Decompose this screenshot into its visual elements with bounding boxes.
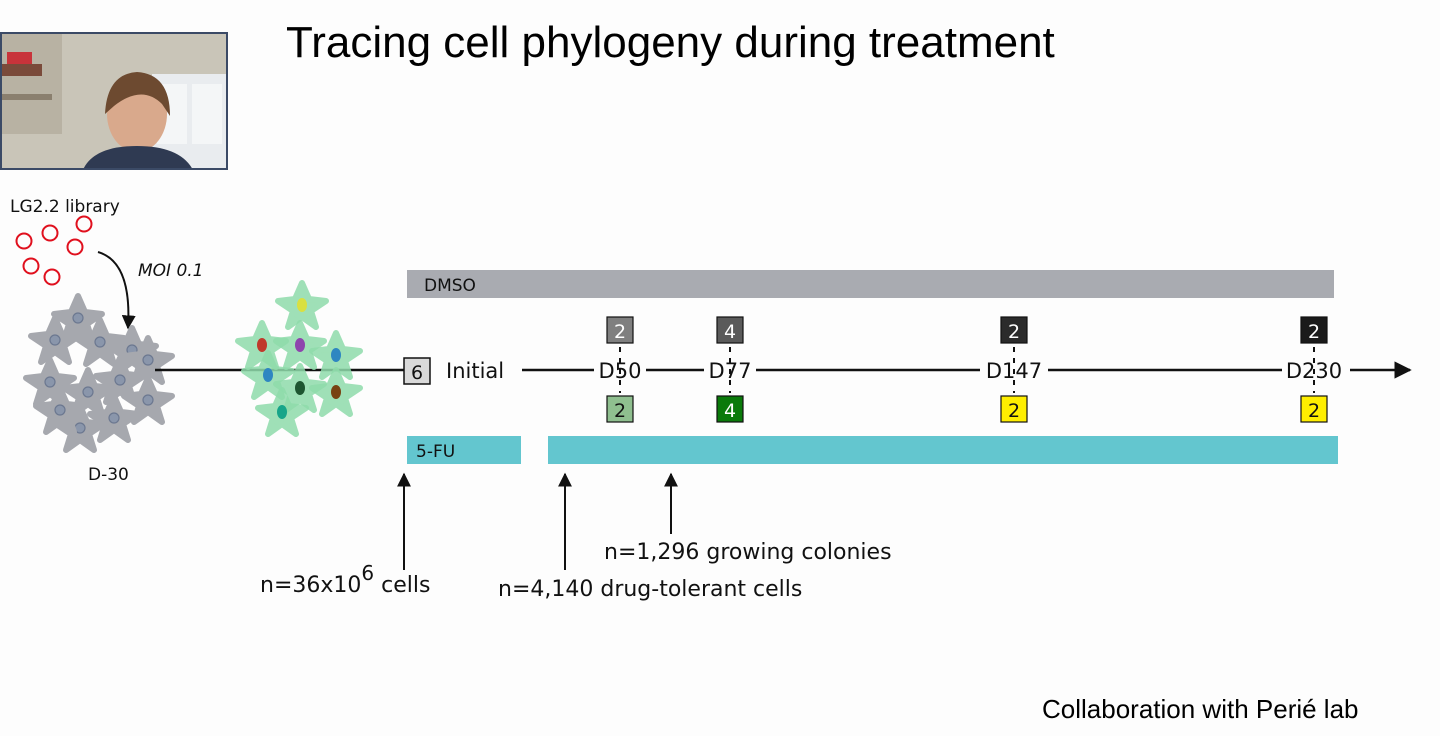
barcoded-cell-cluster bbox=[238, 283, 360, 434]
library-label: LG2.2 library bbox=[10, 197, 120, 217]
moi-label: MOI 0.1 bbox=[138, 261, 204, 281]
virus-particle bbox=[15, 232, 33, 250]
presenter-webcam bbox=[0, 32, 228, 170]
fu-clone-count: 4 bbox=[724, 400, 736, 422]
initial-cells-annotation: n=36x106 cells bbox=[260, 561, 430, 598]
initial-count-box bbox=[403, 357, 431, 385]
timepoint-label: D230 bbox=[1286, 359, 1342, 383]
presenter-video-icon bbox=[2, 34, 226, 168]
virus-particles bbox=[15, 215, 93, 286]
colonies-annotation: n=1,296 growing colonies bbox=[604, 540, 892, 565]
timepoint-D230: 2 D230 2 bbox=[1286, 316, 1342, 423]
timepoint-label: D77 bbox=[709, 359, 752, 383]
dmso-clone-count: 2 bbox=[1008, 321, 1020, 343]
virus-particle bbox=[66, 238, 84, 256]
dmso-clone-box bbox=[716, 316, 744, 344]
dmso-treatment-bar bbox=[407, 270, 1334, 298]
dmso-clone-box bbox=[606, 316, 634, 344]
virus-particle bbox=[22, 257, 40, 275]
virus-particle bbox=[75, 215, 93, 233]
dmso-clone-count: 2 bbox=[1308, 321, 1320, 343]
fu-clone-count: 2 bbox=[1008, 400, 1020, 422]
fu-clone-count: 2 bbox=[1308, 400, 1320, 422]
fu-clone-box bbox=[716, 395, 744, 423]
fu-treatment-bar-initial bbox=[407, 436, 521, 464]
slide-title: Tracing cell phylogeny during treatment bbox=[286, 18, 1055, 67]
dmso-clone-count: 4 bbox=[724, 321, 736, 343]
fu-clone-box bbox=[1000, 395, 1028, 423]
fu-treatment-bar-continued bbox=[548, 436, 1338, 464]
fu-clone-count: 2 bbox=[614, 400, 626, 422]
initial-count: 6 bbox=[411, 362, 423, 384]
uninfected-cell-cluster bbox=[26, 296, 172, 450]
fu-label: 5-FU bbox=[416, 442, 455, 462]
timepoint-label: D50 bbox=[599, 359, 642, 383]
dmso-clone-box bbox=[1300, 316, 1328, 344]
dmso-clone-box bbox=[1000, 316, 1028, 344]
start-day-label: D-30 bbox=[88, 465, 129, 485]
initial-label: Initial bbox=[446, 359, 504, 383]
dmso-clone-count: 2 bbox=[614, 321, 626, 343]
timepoint-D50: 2 D50 2 bbox=[599, 316, 642, 423]
virus-particle bbox=[43, 268, 61, 286]
timepoint-D77: 4 D77 4 bbox=[709, 316, 752, 423]
tolerant-annotation: n=4,140 drug-tolerant cells bbox=[498, 577, 802, 602]
timepoint-label: D147 bbox=[986, 359, 1042, 383]
collaboration-footer: Collaboration with Perié lab bbox=[1042, 694, 1359, 724]
dmso-label: DMSO bbox=[424, 276, 476, 296]
fu-clone-box bbox=[1300, 395, 1328, 423]
infection-arrow bbox=[97, 251, 136, 330]
virus-particle bbox=[41, 224, 59, 242]
timepoint-D147: 2 D147 2 bbox=[986, 316, 1042, 423]
fu-clone-box bbox=[606, 395, 634, 423]
